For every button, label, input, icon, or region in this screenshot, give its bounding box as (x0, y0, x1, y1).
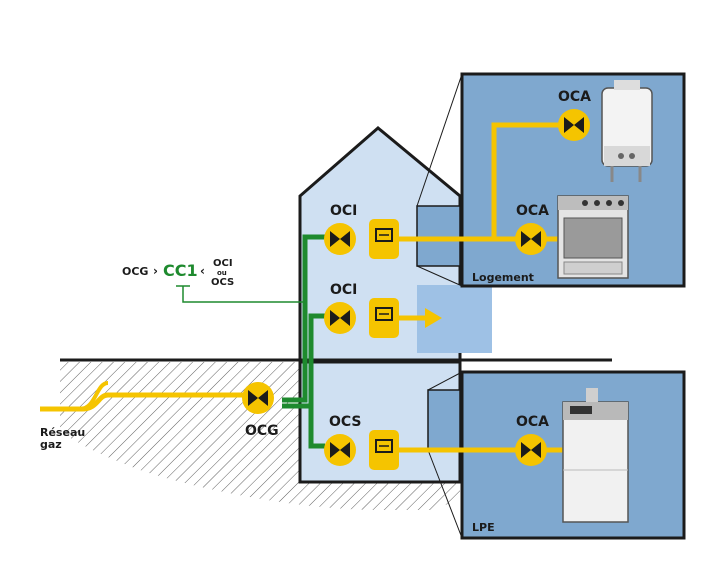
ocs-label: OCS (329, 414, 362, 430)
gas-meter-icon (368, 297, 400, 339)
gas-meter-icon (368, 218, 400, 260)
zoom-line (427, 449, 463, 539)
formula-gt: › (153, 264, 158, 278)
network-label-1: Réseau (40, 426, 85, 439)
valve-icon (515, 223, 547, 255)
gas-meter-icon (368, 429, 400, 471)
logement-label: Logement (472, 271, 534, 284)
formula-main: CC1 (163, 261, 198, 280)
oci-mid-label: OCI (330, 282, 357, 298)
internal-pipes (282, 234, 325, 449)
valve-icon (324, 223, 356, 255)
valve-icon (324, 302, 356, 334)
boiler-icon (601, 80, 653, 182)
window-basement (427, 389, 461, 451)
zoom-line (416, 73, 463, 207)
formula-left: OCG (122, 265, 148, 278)
oca-lpe-label: OCA (516, 414, 549, 430)
formula-right-mid: ou (217, 269, 227, 277)
formula-right-bottom: OCS (211, 277, 234, 288)
formula-right-top: OCI (213, 258, 233, 269)
window-top (416, 205, 461, 267)
oca-boiler-label: OCA (558, 89, 591, 105)
formula-connector (176, 285, 305, 303)
formula-lt: ‹ (200, 264, 205, 278)
oca-stove-label: OCA (516, 203, 549, 219)
zoom-line (427, 371, 463, 391)
valve-icon (515, 434, 547, 466)
water-heater-icon (562, 388, 629, 523)
ground-hatch (60, 362, 460, 510)
zoom-line (416, 265, 463, 287)
ocg-label: OCG (245, 423, 279, 439)
arrow-icon (425, 308, 442, 328)
valve-icon (242, 382, 274, 414)
valve-icon (558, 109, 590, 141)
oci-top-label: OCI (330, 203, 357, 219)
valve-icon (324, 434, 356, 466)
stove-icon (557, 195, 629, 279)
lpe-label: LPE (472, 521, 495, 534)
network-label-2: gaz (40, 438, 62, 451)
